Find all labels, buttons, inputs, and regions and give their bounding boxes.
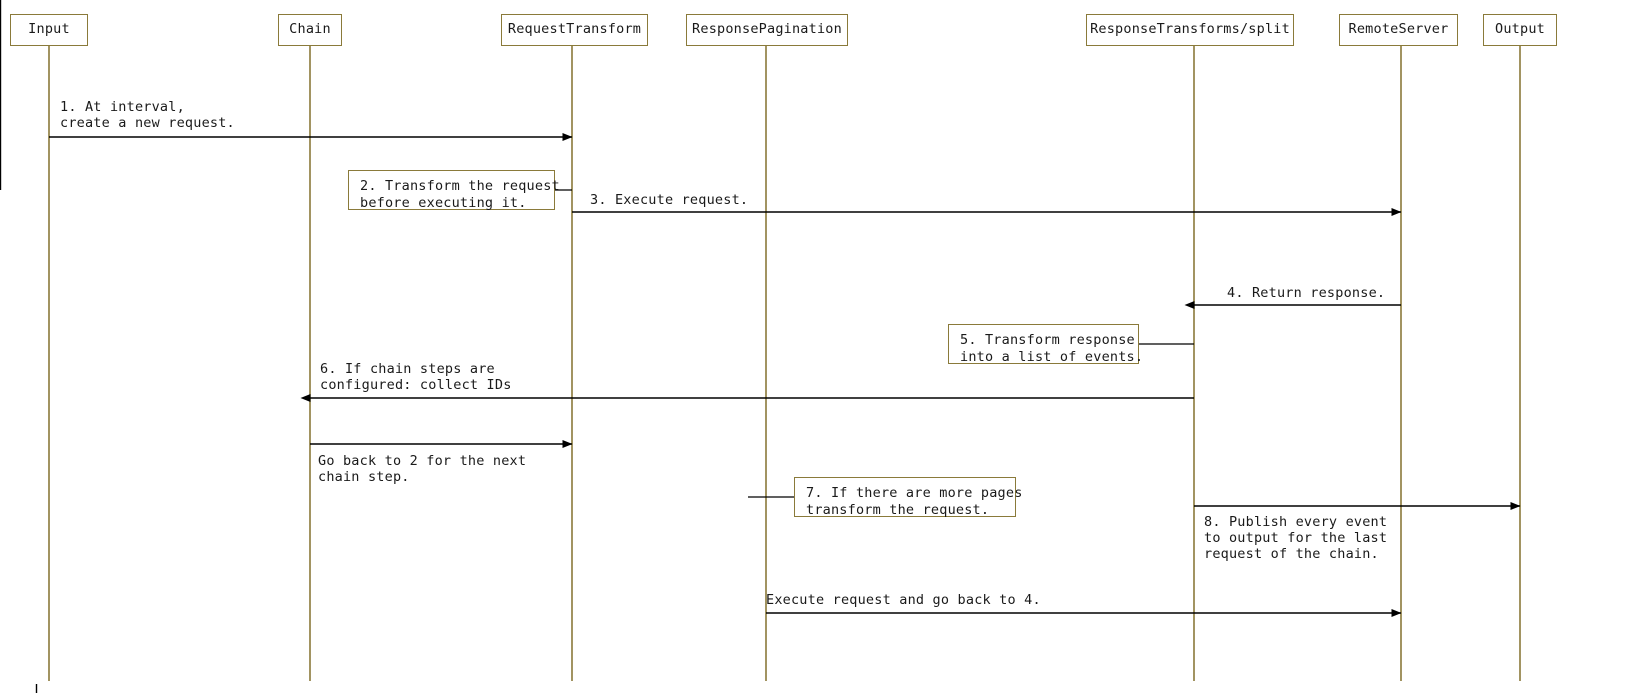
note-box-n5[interactable]: 5. Transform response into a list of eve… [948,324,1143,365]
message-label-m1: 1. At interval, create a new request. [60,99,235,131]
message-label-m8: 8. Publish every event to output for the… [1204,514,1388,562]
message-arrows-group [49,133,1521,617]
actor-box-respage[interactable]: ResponsePagination [686,14,848,46]
message-label-m3: 3. Execute request. [590,192,749,208]
message-label-m4: 4. Return response. [1227,285,1386,301]
actor-label-respage: ResponsePagination [692,21,842,38]
message-label-m-exec4: Execute request and go back to 4. [766,592,1041,608]
actor-label-chain: Chain [289,21,331,38]
actor-label-output: Output [1495,21,1545,38]
actor-box-remote[interactable]: RemoteServer [1339,14,1458,46]
actor-box-chain[interactable]: Chain [278,14,342,46]
actor-label-remote: RemoteServer [1348,21,1449,38]
message-label-m-goback: Go back to 2 for the next chain step. [318,453,527,485]
actor-box-resptrans[interactable]: ResponseTransforms/split [1086,14,1294,46]
note-box-n7[interactable]: 7. If there are more pages transform the… [794,477,1022,518]
actor-box-output[interactable]: Output [1483,14,1557,46]
edge-artifacts-group [0,0,38,693]
note-box-n2[interactable]: 2. Transform the request before executin… [348,170,560,211]
note-connectors-group [555,189,1194,498]
actor-box-input[interactable]: Input [10,14,88,46]
actor-label-input: Input [28,21,70,38]
actor-label-resptrans: ResponseTransforms/split [1090,21,1290,38]
message-label-m6: 6. If chain steps are configured: collec… [320,361,512,393]
actor-box-reqtrans[interactable]: RequestTransform [501,14,648,46]
actor-label-reqtrans: RequestTransform [507,21,642,38]
lifelines-group [48,46,1521,681]
